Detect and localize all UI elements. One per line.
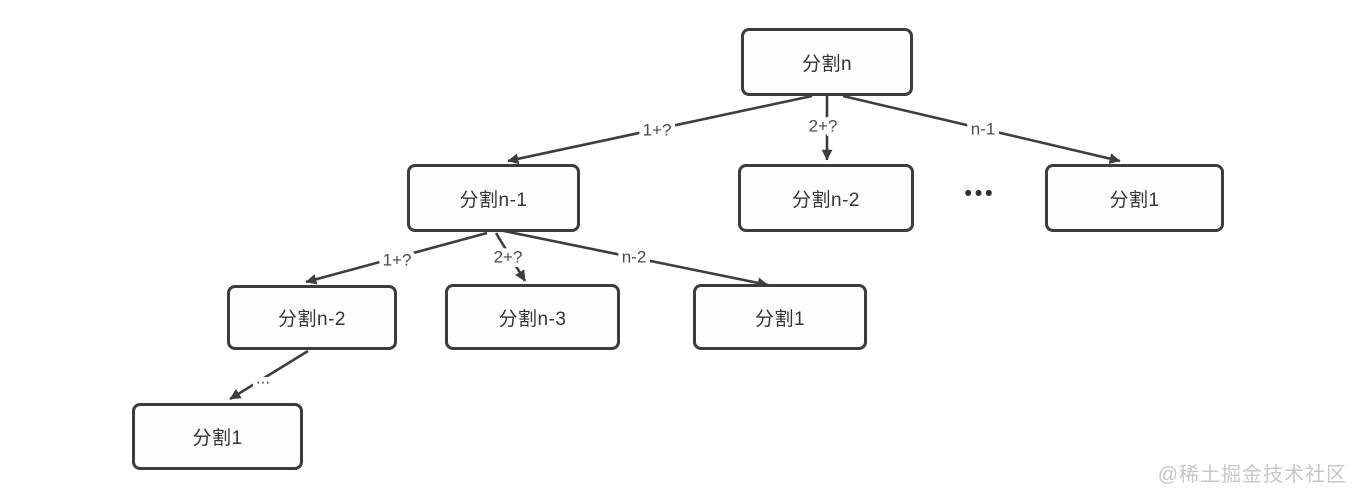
node-split-n2-level3: 分割n-2 [227, 285, 397, 350]
edge-line [507, 94, 813, 165]
node-split-n3-level3: 分割n-3 [445, 284, 620, 350]
node-split-n2-level2: 分割n-2 [738, 164, 914, 232]
edge-label: 2+? [494, 247, 523, 266]
edge-line [842, 94, 1121, 164]
node-split-n-root: 分割n [741, 28, 913, 96]
edge-line [305, 231, 488, 285]
edge-3: 1+? [305, 231, 488, 285]
node-split-1-level3: 分割1 [693, 284, 867, 350]
edge-label: 2+? [809, 116, 838, 135]
edge-0: 1+? [507, 94, 813, 165]
row2-ellipsis: ••• [964, 182, 996, 205]
edge-line [229, 349, 309, 401]
edge-label: ... [256, 368, 270, 387]
edge-line [503, 229, 769, 289]
edge-line [494, 232, 527, 282]
edge-4: 2+? [489, 232, 527, 282]
edge-label: 1+? [643, 120, 672, 139]
edge-label: n-1 [971, 119, 996, 138]
node-split-n1-level2: 分割n-1 [407, 164, 580, 232]
edge-6: ... [229, 349, 309, 401]
node-split-1-level2: 分割1 [1045, 164, 1224, 232]
watermark-text: @稀土掘金技术社区 [1157, 464, 1347, 486]
node-split-1-level4: 分割1 [132, 403, 303, 470]
edge-label: 1+? [383, 250, 412, 269]
edge-1: 2+? [804, 96, 842, 161]
edge-label: n-2 [622, 247, 647, 266]
edge-5: n-2 [503, 229, 769, 289]
edge-2: n-1 [842, 94, 1121, 164]
